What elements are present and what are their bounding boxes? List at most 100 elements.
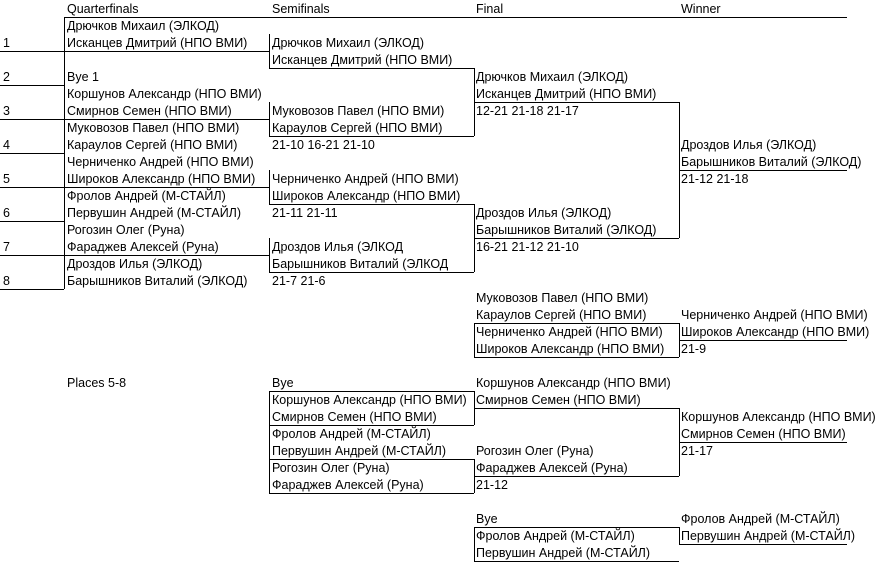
bracket-line [0,255,64,256]
bracket-line [474,527,679,528]
p58-sf-name: Смирнов Семен (НПО ВМИ) [272,410,437,424]
bracket-line [269,68,474,69]
p78-name: Bye [476,512,498,526]
sf-name: Исканцев Дмитрий (НПО ВМИ) [272,53,453,67]
sf-score: 21-7 21-6 [272,274,326,288]
bracket-line [269,272,474,273]
p58-final-name: Смирнов Семен (НПО ВМИ) [476,393,641,407]
qf-name: Черниченко Андрей (НПО ВМИ) [67,155,254,169]
sf-name: Дроздов Илья (ЭЛКОД [272,240,404,254]
sf-name: Черниченко Андрей (НПО ВМИ) [272,172,459,186]
header-final: Final [476,2,504,16]
seed-5: 5 [3,172,10,186]
bracket-line [474,357,679,358]
sf-name: Дрючков Михаил (ЭЛКОД) [272,36,425,50]
bracket-line [269,34,270,68]
bracket-line [0,51,64,52]
qf-name: Муковозов Павел (НПО ВМИ) [67,121,240,135]
final-score: 12-21 21-18 21-17 [476,104,579,118]
header-semifinals: Semifinals [272,2,330,16]
p58-winner-name: Коршунов Александр (НПО ВМИ) [681,410,876,424]
p78-winner-name: Фролов Андрей (М-СТАЙЛ) [681,512,840,526]
third-winner-score: 21-9 [681,342,707,356]
p58-winner-score: 21-17 [681,444,713,458]
bracket-line [474,323,475,357]
p58-final-name: Рогозин Олег (Руна) [476,444,594,458]
bracket-line [679,340,847,341]
bracket-line [269,391,474,392]
p58-sf-name: Фараджев Алексей (Руна) [272,478,424,492]
winner-name: Дроздов Илья (ЭЛКОД) [681,138,817,152]
sf-name: Муковозов Павел (НПО ВМИ) [272,104,445,118]
p58-winner-name: Смирнов Семен (НПО ВМИ) [681,427,846,441]
bracket-line [269,204,474,205]
p78-name: Первушин Андрей (М-СТАЙЛ) [476,546,651,560]
bracket-line [64,187,269,188]
bracket-line [269,391,270,493]
bracket-line [474,459,475,493]
bracket-line [474,391,475,425]
qf-name: Дрючков Михаил (ЭЛКОД) [67,19,220,33]
bracket-line [474,561,679,562]
p78-winner-name: Первушин Андрей (М-СТАЙЛ) [681,529,856,543]
qf-name: Смирнов Семен (НПО ВМИ) [67,104,232,118]
winner-name: Барышников Виталий (ЭЛКОД) [681,155,862,169]
p58-sf-name: Рогозин Олег (Руна) [272,461,390,475]
p58-final-name: Коршунов Александр (НПО ВМИ) [476,376,671,390]
p78-name: Фролов Андрей (М-СТАЙЛ) [476,529,635,543]
qf-name: Караулов Сергей (НПО ВМИ) [67,138,238,152]
seed-6: 6 [3,206,10,220]
bracket-line [679,170,847,171]
bracket-line [269,238,270,272]
sf-score: 21-11 21-11 [272,206,338,220]
bracket-line [0,221,64,222]
bracket-line [679,527,680,544]
qf-name: Широков Александр (НПО ВМИ) [67,172,256,186]
sf-name: Широков Александр (НПО ВМИ) [272,189,461,203]
qf-name: Bye 1 [67,70,99,84]
bracket-line [474,408,679,409]
qf-name: Коршунов Александр (НПО ВМИ) [67,87,262,101]
final-name: Дроздов Илья (ЭЛКОД) [476,206,612,220]
sf-name: Караулов Сергей (НПО ВМИ) [272,121,443,135]
bracket-line [0,85,64,86]
third-name: Караулов Сергей (НПО ВМИ) [476,308,647,322]
third-winner-name: Широков Александр (НПО ВМИ) [681,325,870,339]
bracket-line [474,102,679,103]
bracket-line [269,136,474,137]
bracket-line [0,153,64,154]
third-winner-name: Черниченко Андрей (НПО ВМИ) [681,308,868,322]
seed-2: 2 [3,70,10,84]
seed-3: 3 [3,104,10,118]
qf-name: Исканцев Дмитрий (НПО ВМИ) [67,36,248,50]
p58-sf-name: Коршунов Александр (НПО ВМИ) [272,393,467,407]
p58-sf-name: Фролов Андрей (М-СТАЙЛ) [272,427,431,441]
qf-name: Дроздов Илья (ЭЛКОД) [67,257,203,271]
bracket-line [474,527,475,561]
bracket-line [474,476,679,477]
places-5-8-title: Places 5-8 [67,376,127,390]
qf-name: Рогозин Олег (Руна) [67,223,185,237]
bracket-line [0,187,64,188]
final-name: Исканцев Дмитрий (НПО ВМИ) [476,87,657,101]
bracket-line [64,255,269,256]
header-rule [64,17,847,18]
bracket-line [679,442,847,443]
bracket-line [269,493,474,494]
bracket-line [474,323,679,324]
header-winner: Winner [681,2,721,16]
p58-sf-name: Bye [272,376,294,390]
final-name: Барышников Виталий (ЭЛКОД) [476,223,657,237]
bracket-line [269,425,474,426]
bracket-line [64,18,65,289]
bracket-line [0,289,64,290]
qf-name: Фролов Андрей (М-СТАЙЛ) [67,189,226,203]
bracket-line [64,119,269,120]
final-score: 16-21 21-12 21-10 [476,240,579,254]
seed-4: 4 [3,138,10,152]
bracket-line [64,51,269,52]
p58-sf-name: Первушин Андрей (М-СТАЙЛ) [272,444,447,458]
qf-name: Первушин Андрей (М-СТАЙЛ) [67,206,242,220]
third-name: Муковозов Павел (НПО ВМИ) [476,291,649,305]
seed-1: 1 [3,36,10,50]
